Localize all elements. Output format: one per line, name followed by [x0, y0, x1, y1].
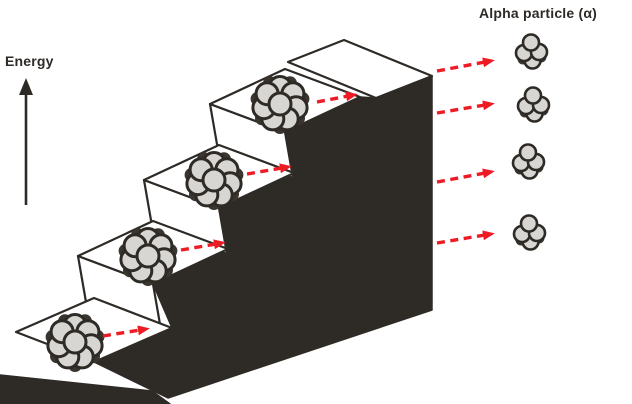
emitted-arrow-4 — [436, 230, 495, 245]
alpha-particle-1 — [514, 33, 549, 70]
decay-arrow-step-3 — [246, 163, 292, 176]
energy-label: Energy — [5, 53, 54, 69]
decay-arrow-step-1 — [102, 325, 150, 338]
decay-arrow-step-2 — [180, 239, 226, 252]
decay-arrow-step-4 — [316, 91, 358, 104]
alpha-particle-3 — [511, 143, 546, 180]
alpha-particle-label: Alpha particle (α) — [479, 5, 597, 21]
alpha-particle-4 — [512, 214, 547, 251]
energy-axis-arrowhead — [19, 78, 33, 95]
base-platform — [0, 374, 171, 404]
step-tread-5 — [286, 38, 434, 100]
energy-axis: Energy — [5, 53, 54, 205]
alpha-particle-2 — [516, 86, 551, 123]
emitted-arrow-3 — [436, 168, 495, 184]
emitted-arrow-1 — [436, 57, 495, 73]
emitted-arrow-2 — [436, 100, 495, 115]
